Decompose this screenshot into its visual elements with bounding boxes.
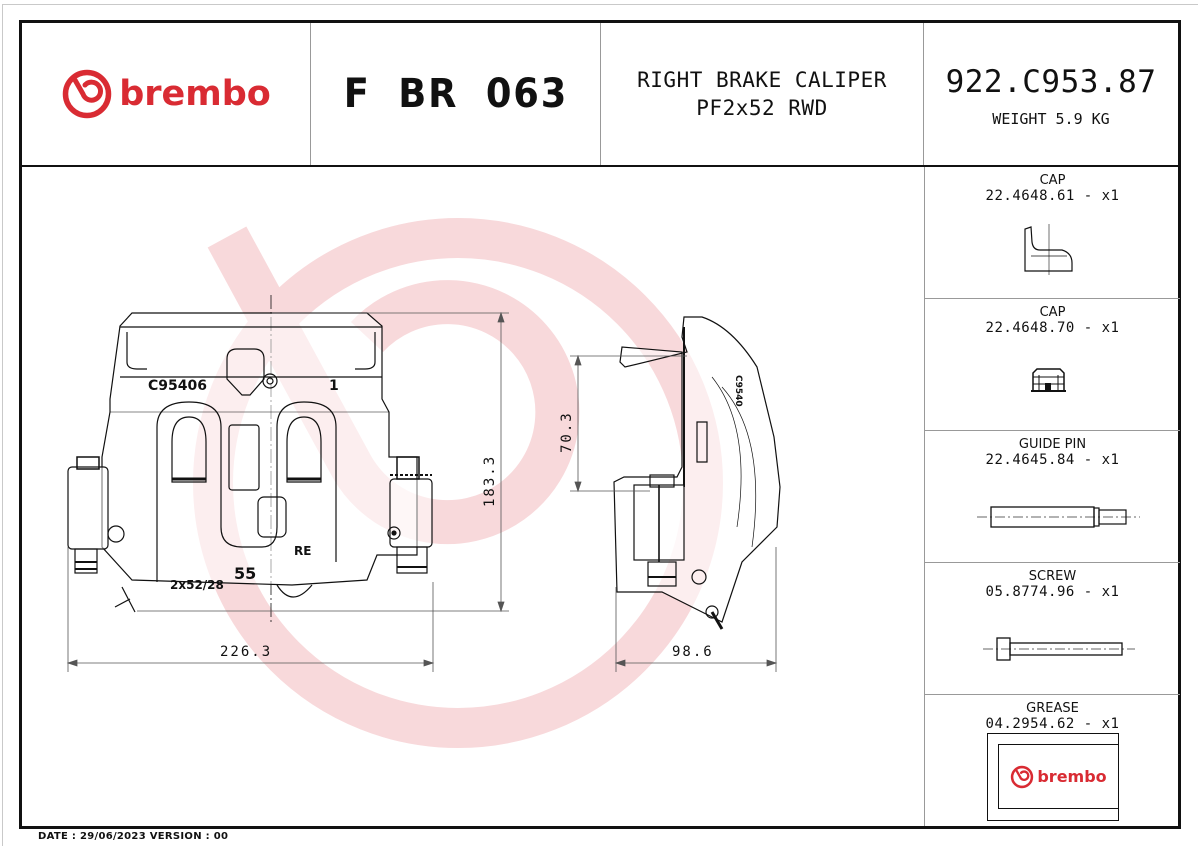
cap-square-icon [1031, 368, 1066, 392]
dimension-depth: 98.6 [672, 644, 714, 660]
part-number-cell: 922.C953.87 WEIGHT 5.9 KG [924, 23, 1178, 165]
kit-item-cap-2: CAP 22.4648.70 - x1 [925, 299, 1180, 431]
kit-item-code: 05.8774.96 - x1 [985, 584, 1120, 600]
side-view [613, 316, 781, 630]
guide-pin-icon [977, 506, 1140, 528]
kit-item-name: CAP [1039, 305, 1066, 320]
grease-brand: brembo [1037, 767, 1107, 786]
kit-item-screw: SCREW 05.8774.96 - x1 [925, 563, 1180, 695]
title-line-2: PF2x52 RWD [696, 96, 828, 120]
dimension-width: 226.3 [220, 644, 272, 660]
kit-item-code: 22.4648.70 - x1 [985, 320, 1120, 336]
dimension-lines [66, 311, 778, 672]
dimension-offset: 70.3 [559, 411, 575, 453]
front-view [67, 295, 433, 623]
cap-angled-icon [1024, 224, 1073, 275]
casting-mark-side: C9540 [733, 375, 743, 407]
title-line-1: RIGHT BRAKE CALIPER [637, 68, 887, 92]
grease-label: brembo [998, 744, 1118, 809]
screw-icon [983, 637, 1135, 661]
kit-item-guide-pin: GUIDE PIN 22.4645.84 - x1 [925, 431, 1180, 563]
page-frame [2, 4, 1198, 846]
product-code: F BR 063 [343, 71, 568, 117]
kit-item-name: GREASE [1026, 701, 1079, 716]
footer-date-version: DATE : 29/06/2023 VERSION : 00 [38, 831, 229, 842]
product-code-cell: F BR 063 [311, 23, 601, 165]
brembo-disc-icon [1011, 765, 1034, 788]
technical-drawing-area: C95406 1 RE 55 2x52/28 C9540 [22, 167, 924, 826]
kit-item-code: 22.4645.84 - x1 [985, 452, 1120, 468]
kit-item-grease: GREASE 04.2954.62 - x1 brembo [925, 695, 1180, 827]
piston-size-mark: 55 [234, 564, 256, 583]
side-mark: RE [294, 544, 311, 558]
kit-item-code: 22.4648.61 - x1 [985, 188, 1120, 204]
part-number: 922.C953.87 [945, 64, 1157, 100]
piston-spec-mark: 2x52/28 [170, 578, 224, 592]
kit-item-name: SCREW [1028, 569, 1077, 584]
dimension-height: 183.3 [482, 455, 498, 507]
description-cell: RIGHT BRAKE CALIPER PF2x52 RWD [601, 23, 924, 165]
drawing-sheet: brembo F BR 063 RIGHT BRAKE CALIPER PF2x… [19, 20, 1181, 829]
weight-label: WEIGHT 5.9 KG [992, 110, 1110, 128]
brand-logo-cell: brembo [22, 23, 311, 165]
brembo-logo: brembo [61, 68, 271, 120]
brand-name: brembo [119, 74, 271, 114]
index-mark: 1 [329, 378, 339, 394]
brembo-disc-icon [62, 69, 112, 119]
caliper-drawing: C95406 1 RE 55 2x52/28 C9540 [66, 218, 781, 748]
header-divider [22, 165, 1178, 167]
grease-pack-icon: brembo [987, 733, 1119, 821]
kit-item-code: 04.2954.62 - x1 [985, 716, 1120, 732]
kit-item-cap-1: CAP 22.4648.61 - x1 [925, 167, 1180, 299]
kit-item-name: GUIDE PIN [1018, 437, 1087, 452]
casting-mark-front: C95406 [148, 378, 207, 394]
kit-contents-column: CAP 22.4648.61 - x1 CAP 22.4648.70 - x1 [924, 167, 1180, 826]
kit-item-name: CAP [1039, 173, 1066, 188]
